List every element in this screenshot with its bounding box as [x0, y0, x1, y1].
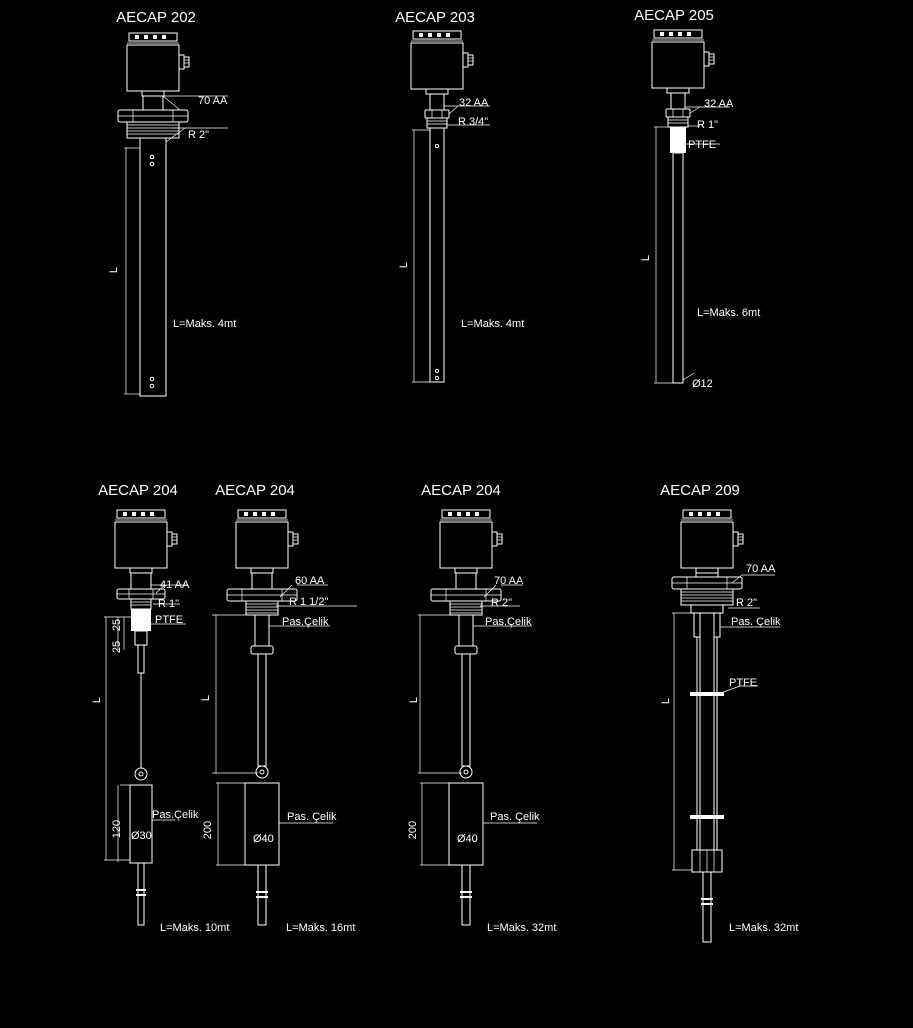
aecap-209-wrench-label: 70 AA	[746, 563, 776, 575]
aecap-204a-thread-label: R 1"	[158, 598, 179, 610]
aecap-203-drawing: AECAP 203 32 AA R 3/4" L L=Maks. 4mt	[395, 9, 524, 383]
aecap-202-wrench-label: 70 AA	[198, 95, 228, 107]
aecap-205-thread-label: R 1"	[697, 119, 718, 131]
aecap-205-diameter-label: Ø12	[692, 378, 713, 390]
aecap-204c-weight-height: 200	[407, 821, 419, 839]
aecap-205-drawing: AECAP 205 32 AA R 1" PTFE L L=Maks. 6mt …	[634, 7, 760, 390]
aecap-204b-weight-diameter: Ø40	[253, 833, 274, 845]
aecap-204c-length-symbol: L	[408, 697, 420, 703]
aecap-203-length-symbol: L	[398, 262, 410, 268]
aecap-209-thread-label: R 2"	[736, 597, 757, 609]
aecap-204a-title: AECAP 204	[98, 482, 178, 499]
aecap-202-max-length: L=Maks. 4mt	[173, 318, 236, 330]
aecap-204b-max-length: L=Maks. 16mt	[286, 922, 355, 934]
aecap-205-length-symbol: L	[640, 255, 652, 261]
aecap-204c-weight-material: Pas. Çelik	[490, 811, 540, 823]
aecap-202-thread-label: R 2"	[188, 129, 209, 141]
aecap-202-drawing: AECAP 202 70 AA R 2" L L=Maks. 4mt	[108, 9, 236, 397]
aecap-204c-weight-diameter: Ø40	[457, 833, 478, 845]
aecap-204b-weight-height: 200	[202, 821, 214, 839]
aecap-204a-wrench-label: 41 AA	[160, 579, 190, 591]
aecap-204a-dim-top-1: 25	[111, 641, 123, 653]
aecap-209-max-length: L=Maks. 32mt	[729, 922, 798, 934]
aecap-203-max-length: L=Maks. 4mt	[461, 318, 524, 330]
aecap-204c-max-length: L=Maks. 32mt	[487, 922, 556, 934]
aecap-209-rod-material: Pas. Çelik	[731, 616, 781, 628]
aecap-204b-thread-label: R 1 1/2"	[289, 596, 328, 608]
aecap-204a-material-label: PTFE	[155, 614, 183, 626]
aecap-209-spacer-material: PTFE	[729, 677, 757, 689]
aecap-204b-rod-material: Pas.Çelik	[282, 616, 329, 628]
aecap-204c-title: AECAP 204	[421, 482, 501, 499]
aecap-204a-weight-material: Pas.Çelik	[152, 809, 199, 821]
aecap-205-wrench-label: 32 AA	[704, 98, 734, 110]
aecap-205-title: AECAP 205	[634, 7, 714, 24]
aecap-203-title: AECAP 203	[395, 9, 475, 26]
aecap-204c-wrench-label: 70 AA	[494, 575, 524, 587]
aecap-204a-weight-height: 120	[111, 820, 123, 838]
aecap-204c-rod-material: Pas.Çelik	[485, 616, 532, 628]
aecap-203-thread-label: R 3/4"	[458, 116, 488, 128]
aecap-204b-weight-material: Pas. Çelik	[287, 811, 337, 823]
aecap-204b-title: AECAP 204	[215, 482, 295, 499]
aecap-204c-thread-label: R 2"	[491, 597, 512, 609]
aecap-204b-drawing: AECAP 204 60 AA R 1 1/2" Pas.Çelik L 200…	[200, 482, 357, 934]
aecap-202-length-symbol: L	[108, 267, 120, 273]
aecap-204a-max-length: L=Maks. 10mt	[160, 922, 229, 934]
aecap-209-title: AECAP 209	[660, 482, 740, 499]
aecap-204a-dim-top-2: 25	[111, 619, 123, 631]
aecap-204c-drawing: AECAP 204 70 AA R 2" Pas.Çelik L 200 Pas…	[407, 482, 556, 934]
aecap-209-drawing: AECAP 209 70 AA R 2" Pas. Çelik PTFE	[660, 482, 798, 943]
aecap-204b-length-symbol: L	[200, 695, 212, 701]
aecap-204a-length-symbol: L	[91, 697, 103, 703]
aecap-203-wrench-label: 32 AA	[459, 97, 489, 109]
aecap-209-length-symbol: L	[660, 698, 672, 704]
aecap-204a-weight-diameter: Ø30	[131, 830, 152, 842]
aecap-205-max-length: L=Maks. 6mt	[697, 307, 760, 319]
aecap-205-material-label: PTFE	[688, 139, 716, 151]
aecap-204b-wrench-label: 60 AA	[295, 575, 325, 587]
aecap-204a-drawing: AECAP 204 41 AA R 1" PTFE 25 25 L 120 Pa…	[91, 482, 229, 934]
aecap-202-title: AECAP 202	[116, 9, 196, 26]
